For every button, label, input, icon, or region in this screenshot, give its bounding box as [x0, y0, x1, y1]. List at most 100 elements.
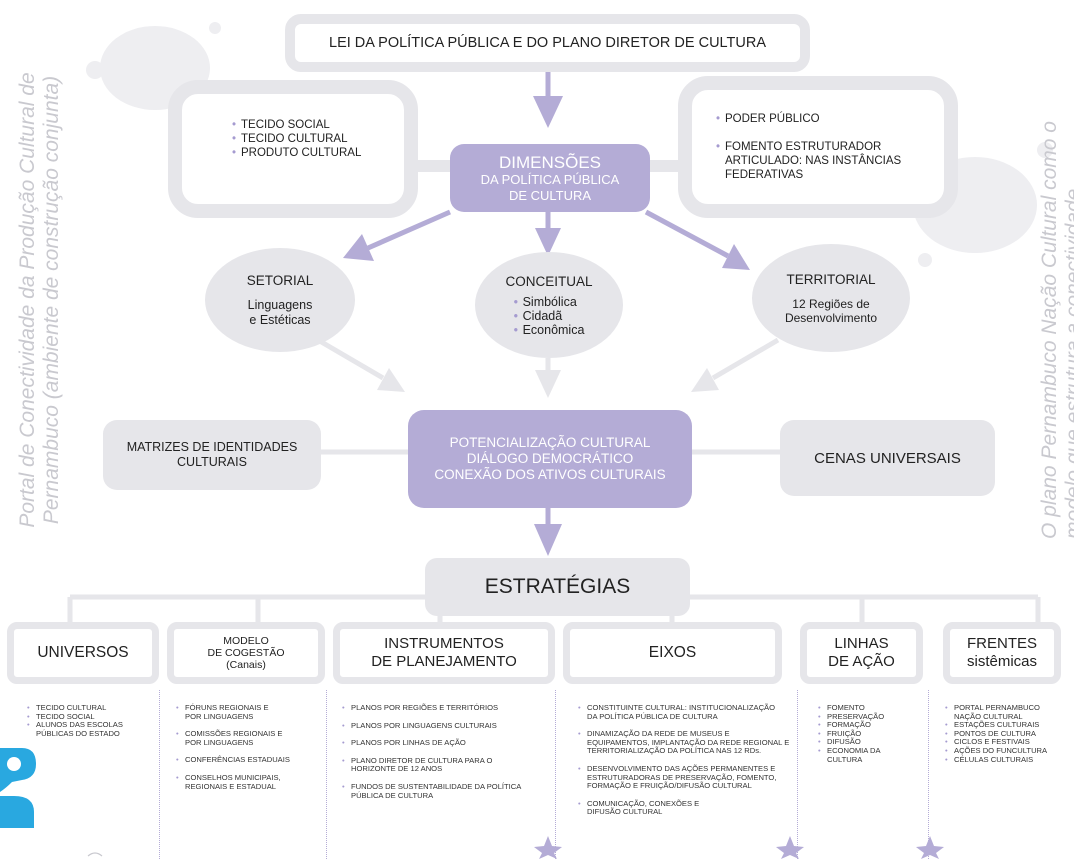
linhas-list: FOMENTO PRESERVAÇÃO FORMAÇÃO FRUIÇÃO DIF… — [818, 703, 918, 764]
header-universos-label: UNIVERSOS — [37, 644, 129, 661]
column-divider — [159, 690, 160, 859]
list-item: CONSELHOS MUNICIPAIS, REGIONAIS E ESTADU… — [176, 773, 315, 791]
column-divider — [326, 690, 327, 859]
list-item: ALUNOS DAS ESCOLAS PÚBLICAS DO ESTADO — [27, 720, 152, 738]
list-item: AÇÕES DO FUNCULTURA — [945, 746, 1071, 756]
header-frentes: FRENTES sistêmicas — [943, 622, 1061, 684]
dimensoes-box: DIMENSÕES DA POLÍTICA PÚBLICA DE CULTURA — [450, 144, 650, 212]
header-eixos: EIXOS — [563, 622, 782, 684]
potencial-line1: POTENCIALIZAÇÃO CULTURAL — [449, 435, 651, 450]
list-item: CONFERÊNCIAS ESTADUAIS — [176, 756, 322, 765]
list-item: TECIDO CULTURAL — [232, 132, 404, 146]
left-frame-box: TECIDO SOCIAL TECIDO CULTURAL PRODUTO CU… — [168, 80, 418, 218]
list-item: PLANOS POR LINHAS DE AÇÃO — [342, 739, 550, 748]
side-caption-left: Portal de Conectividade da Produção Cult… — [16, 72, 64, 527]
column-divider — [555, 690, 556, 859]
header-modelo-line3: (Canais) — [226, 659, 266, 671]
territorial-ellipse: TERRITORIAL 12 Regiões de Desenvolviment… — [752, 244, 910, 352]
logo-mark — [0, 748, 36, 828]
top-title-box: LEI DA POLÍTICA PÚBLICA E DO PLANO DIRET… — [285, 14, 810, 72]
cenas-box: CENAS UNIVERSAIS — [780, 420, 995, 496]
side-caption-right-line2: modelo que estrutura a conectividade — [1062, 188, 1074, 539]
list-item: DINAMIZAÇÃO DA REDE DE MUSEUS E EQUIPAME… — [578, 729, 792, 756]
list-item: PONTOS DE CULTURA — [945, 729, 1071, 739]
list-item: FÓRUNS REGIONAIS E POR LINGUAGENS — [176, 703, 285, 721]
header-modelo-line1: MODELO — [223, 635, 269, 647]
dimensoes-line3: DE CULTURA — [508, 187, 592, 203]
header-instrumentos-line1: INSTRUMENTOS — [384, 635, 504, 652]
conceitual-ellipse: CONCEITUAL Simbólica Cidadã Econômica — [475, 252, 623, 358]
side-caption-left-line1: Portal de Conectividade da Produção Cult… — [16, 72, 39, 528]
dimensoes-line2: DA POLÍTICA PÚBLICA — [480, 171, 620, 187]
list-item: TECIDO SOCIAL — [27, 712, 152, 722]
side-caption-left-line2: Pernambuco (ambiente de construção conju… — [40, 75, 63, 525]
list-item: PLANO DIRETOR DE CULTURA PARA O HORIZONT… — [342, 756, 531, 774]
list-item: DESENVOLVIMENTO DAS AÇÕES PERMANENTES E … — [578, 764, 801, 791]
list-item: COMISSÕES REGIONAIS E POR LINGUAGENS — [176, 729, 285, 747]
side-caption-right: O plano Pernambuco Nação Cultural como o… — [1038, 121, 1074, 539]
cenas-label: CENAS UNIVERSAIS — [814, 449, 961, 467]
eixos-list: CONSTITUINTE CULTURAL: INSTITUCIONALIZAÇ… — [578, 703, 792, 826]
conceitual-title: CONCEITUAL — [505, 273, 593, 289]
list-item: PLANOS POR REGIÕES E TERRITÓRIOS — [342, 703, 550, 713]
list-item: DIFUSÃO — [818, 738, 918, 747]
list-item: ESTAÇÕES CULTURAIS — [945, 721, 1071, 730]
dimensoes-title: DIMENSÕES — [498, 152, 602, 172]
header-linhas-line2: DE AÇÃO — [828, 653, 895, 670]
list-item: FRUIÇÃO — [818, 729, 918, 739]
list-item: TECIDO SOCIAL — [232, 118, 404, 132]
list-item: FORMAÇÃO — [818, 721, 918, 730]
frentes-list: PORTAL PERNAMBUCO NAÇÃO CULTURAL ESTAÇÕE… — [945, 703, 1071, 765]
setorial-line1: Linguagens — [247, 297, 313, 312]
list-item: COMUNICAÇÃO, CONEXÕES E DIFUSÃO CULTURAL — [578, 799, 727, 817]
setorial-line2: e Estéticas — [249, 312, 311, 327]
header-linhas: LINHAS DE AÇÃO — [800, 622, 923, 684]
header-modelo: MODELO DE COGESTÃO (Canais) — [167, 622, 325, 684]
conceitual-list: Simbólica Cidadã Econômica — [514, 295, 585, 337]
matrizes-line1: MATRIZES DE IDENTIDADES — [126, 440, 298, 454]
header-instrumentos: INSTRUMENTOS DE PLANEJAMENTO — [333, 622, 555, 684]
estrategias-label: ESTRATÉGIAS — [484, 575, 631, 598]
territorial-line2: Desenvolvimento — [784, 310, 878, 325]
list-item: PRODUTO CULTURAL — [232, 146, 404, 160]
side-caption-right-line1: O plano Pernambuco Nação Cultural como o — [1038, 121, 1061, 539]
list-item: CICLOS E FESTIVAIS — [945, 738, 1071, 747]
instrumentos-list: PLANOS POR REGIÕES E TERRITÓRIOS PLANOS … — [342, 703, 550, 809]
matrizes-box: MATRIZES DE IDENTIDADES CULTURAIS — [103, 420, 321, 490]
list-item: TECIDO CULTURAL — [27, 703, 152, 713]
list-item: FOMENTO ESTRUTURADOR ARTICULADO: NAS INS… — [716, 140, 926, 182]
universos-list: TECIDO CULTURAL TECIDO SOCIAL ALUNOS DAS… — [27, 703, 152, 738]
territorial-line1: 12 Regiões de — [792, 296, 870, 311]
right-frame-list: PODER PÚBLICO FOMENTO ESTRUTURADOR ARTIC… — [716, 112, 926, 182]
list-item: ECONOMIA DA CULTURA — [818, 746, 897, 764]
top-title: LEI DA POLÍTICA PÚBLICA E DO PLANO DIRET… — [329, 35, 766, 51]
header-eixos-label: EIXOS — [648, 644, 697, 661]
potencial-line2: DIÁLOGO DEMOCRÁTICO — [466, 451, 634, 466]
column-divider — [928, 690, 929, 859]
list-item: CONSTITUINTE CULTURAL: INSTITUCIONALIZAÇ… — [578, 703, 777, 721]
estrategias-box: ESTRATÉGIAS — [425, 558, 690, 616]
header-frentes-line2: sistêmicas — [966, 653, 1037, 670]
list-item: PORTAL PERNAMBUCO NAÇÃO CULTURAL — [945, 703, 1069, 721]
list-item: Econômica — [514, 323, 585, 337]
header-linhas-line1: LINHAS — [834, 635, 889, 652]
right-frame-box: PODER PÚBLICO FOMENTO ESTRUTURADOR ARTIC… — [678, 76, 958, 218]
list-item: FUNDOS DE SUSTENTABILIDADE DA POLÍTICA P… — [342, 782, 531, 800]
left-frame-list: TECIDO SOCIAL TECIDO CULTURAL PRODUTO CU… — [232, 118, 404, 160]
header-universos: UNIVERSOS — [7, 622, 159, 684]
territorial-title: TERRITORIAL — [786, 271, 876, 287]
header-modelo-line2: DE COGESTÃO — [207, 647, 285, 659]
matrizes-line2: CULTURAIS — [177, 455, 247, 469]
list-item: PODER PÚBLICO — [716, 112, 926, 126]
list-item: Cidadã — [514, 309, 585, 323]
list-item: FOMENTO — [818, 703, 918, 713]
setorial-title: SETORIAL — [246, 272, 314, 288]
setorial-ellipse: SETORIAL Linguagens e Estéticas — [205, 248, 355, 352]
list-item: CÉLULAS CULTURAIS — [945, 755, 1071, 765]
header-instrumentos-line2: DE PLANEJAMENTO — [371, 653, 517, 670]
header-frentes-line1: FRENTES — [966, 635, 1037, 652]
potencializacao-box: POTENCIALIZAÇÃO CULTURAL DIÁLOGO DEMOCRÁ… — [408, 410, 692, 508]
list-item: PRESERVAÇÃO — [818, 712, 918, 722]
list-item: PLANOS POR LINGUAGENS CULTURAIS — [342, 721, 550, 731]
list-item: Simbólica — [514, 295, 585, 309]
